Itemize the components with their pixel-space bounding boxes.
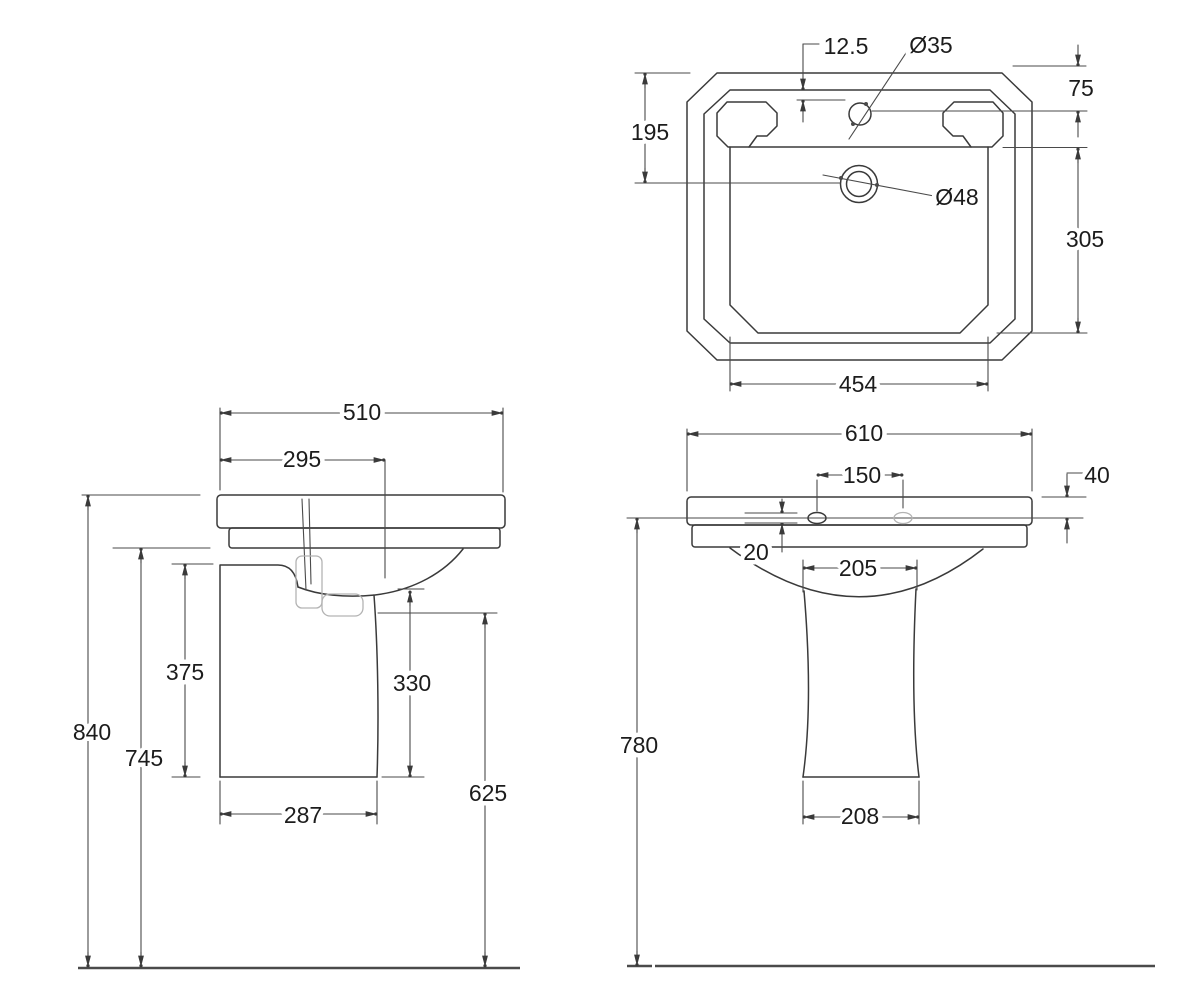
dim-label-510: 510 [343, 399, 381, 425]
dim-label-12-5: 12.5 [824, 33, 869, 59]
front-tap-hole-left [807, 511, 827, 525]
dim-label-195: 195 [631, 119, 669, 145]
dim-label-375: 375 [166, 659, 204, 685]
front-rim-tier [691, 524, 1028, 548]
dim-label-75: 75 [1068, 75, 1094, 101]
side-view: 510 295 840 745 375 330 625 [68, 395, 520, 970]
dim-label-20: 20 [743, 539, 769, 565]
dim-label-dia48: Ø48 [935, 184, 978, 210]
front-pedestal-right-edge [912, 588, 920, 778]
dim-label-40: 40 [1084, 462, 1110, 488]
leader-dot [864, 102, 868, 106]
dim-label-330: 330 [393, 670, 431, 696]
dim-label-840: 840 [73, 719, 111, 745]
side-rim-slab [216, 494, 506, 529]
dim-label-208: 208 [841, 803, 879, 829]
side-overflow-line [308, 498, 312, 585]
dim-label-305: 305 [1066, 226, 1104, 252]
front-bowl-underside [729, 547, 984, 598]
side-bowl-underside [297, 548, 464, 597]
side-hidden-overflow-channel [295, 555, 323, 609]
side-pedestal-outline [219, 564, 299, 778]
dim-label-745: 745 [125, 745, 163, 771]
dim-label-dia35: Ø35 [909, 32, 952, 58]
plan-view: 195 12.5 75 305 454 Ø35 Ø48 [626, 28, 1108, 402]
front-pedestal-left-edge [802, 590, 810, 778]
plan-inner-rim [703, 89, 1016, 344]
side-pedestal-front-edge [373, 594, 379, 778]
leader-dot [839, 176, 843, 180]
side-overflow-line [301, 498, 307, 591]
dim-label-287: 287 [284, 802, 322, 828]
plan-right-soap-recess [942, 101, 1004, 148]
leader-dot [875, 183, 879, 187]
leader-tap-hole [848, 49, 909, 140]
dim-label-610: 610 [845, 420, 883, 446]
plan-bowl-outline [729, 146, 989, 334]
plan-tap-hole [848, 102, 872, 126]
front-tap-hole-right [893, 511, 913, 525]
leader-dot [851, 122, 855, 126]
front-view: 610 150 40 20 205 780 208 [615, 416, 1155, 968]
plan-left-soap-recess [716, 101, 778, 148]
dim-label-454: 454 [839, 371, 878, 397]
front-rim-slab [686, 496, 1033, 526]
side-rim-tier [228, 527, 501, 549]
side-hidden-waste-trap [321, 593, 364, 617]
dim-label-780: 780 [620, 732, 658, 758]
dim-label-625: 625 [469, 780, 507, 806]
dim-label-295: 295 [283, 446, 321, 472]
plan-outer-rim [686, 72, 1033, 361]
dim-label-205: 205 [839, 555, 877, 581]
dim-label-150: 150 [843, 462, 881, 488]
